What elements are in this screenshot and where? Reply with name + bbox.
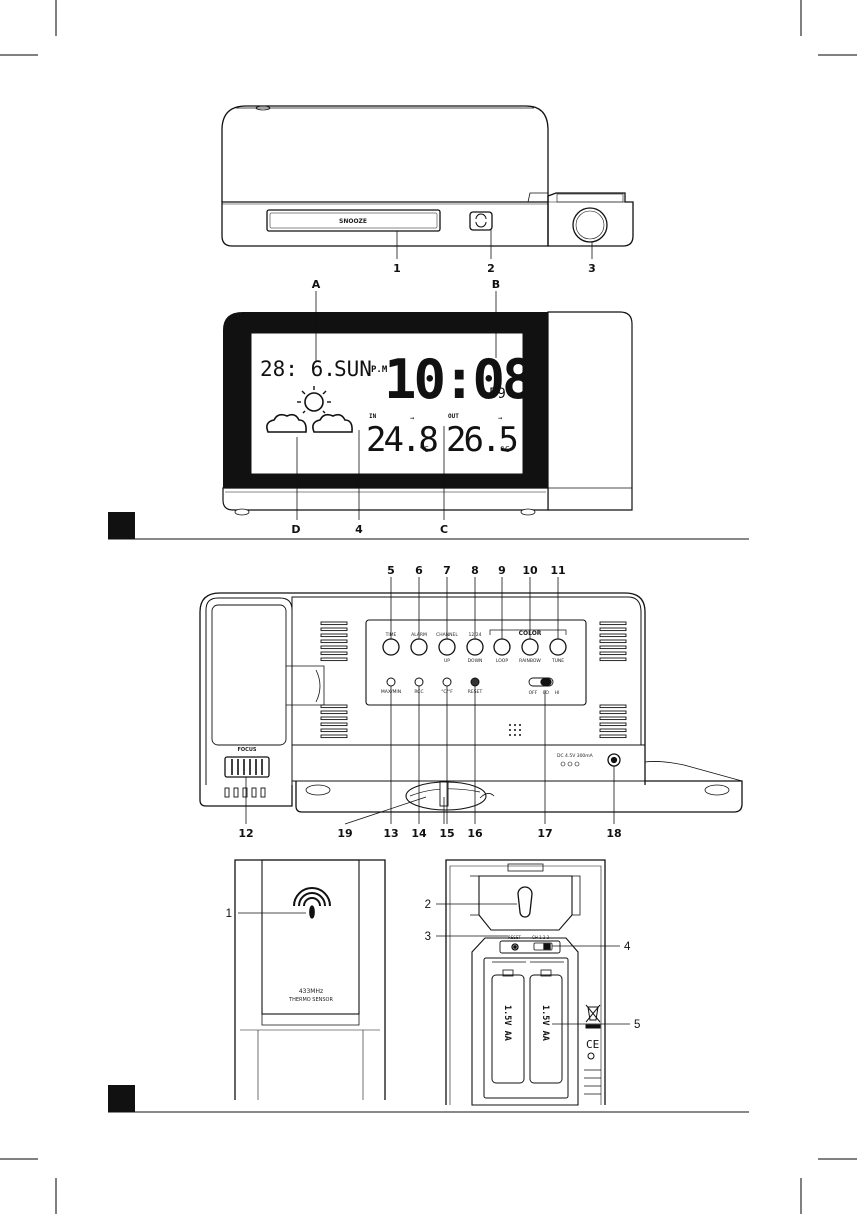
figure-1-marker — [108, 512, 135, 539]
sensor-front-view — [235, 860, 385, 1100]
callout-11: 11 — [550, 564, 565, 577]
callout-D: D — [291, 523, 300, 536]
callout-17: 17 — [537, 827, 552, 840]
callout-1: 1 — [393, 262, 401, 275]
rcc-button[interactable] — [415, 678, 423, 686]
loop-button[interactable] — [494, 639, 510, 655]
battery-2-label: 1.5V AA — [540, 1005, 550, 1041]
battery-1-label: 1.5V AA — [502, 1005, 512, 1041]
12-24-down-button[interactable] — [467, 639, 483, 655]
projector-lens — [573, 208, 607, 242]
celsius-fahrenheit-button[interactable] — [443, 678, 451, 686]
callout-16: 16 — [467, 827, 483, 840]
callout-6: 6 — [415, 564, 423, 577]
tune-button[interactable] — [550, 639, 566, 655]
sensor-callout-3: 3 — [425, 931, 431, 943]
figure-2-marker — [108, 1085, 135, 1112]
callout-3: 3 — [588, 262, 596, 275]
callout-C: C — [440, 523, 448, 536]
max-min-button[interactable] — [387, 678, 395, 686]
sensor-callout-1: 1 — [226, 908, 232, 920]
time-button-label: TIME — [385, 632, 397, 638]
indoor-temperature: 24.8 — [366, 420, 437, 460]
rainbow-label: RAINBOW — [519, 658, 541, 664]
down-label: DOWN — [468, 658, 483, 664]
weekday-readout: SUN — [334, 357, 372, 381]
callout-19-leader — [345, 797, 426, 824]
reset-button[interactable] — [471, 678, 479, 686]
callout-2: 2 — [487, 262, 495, 275]
outdoor-unit: °C — [500, 445, 510, 454]
callout-12: 12 — [238, 827, 253, 840]
sensor-callout-5: 5 — [634, 1019, 640, 1031]
front-callouts — [397, 230, 592, 259]
tune-label: TUNE — [551, 658, 564, 664]
callout-B: B — [492, 278, 500, 291]
callout-4: 4 — [355, 523, 363, 536]
callout-18: 18 — [606, 827, 621, 840]
switch-lo-label: LO — [543, 690, 549, 696]
switch-hi-label: HI — [555, 690, 560, 696]
callout-9: 9 — [498, 564, 506, 577]
alarm-button[interactable] — [411, 639, 427, 655]
switch-off-label: OFF — [529, 690, 538, 696]
indoor-label: IN — [369, 413, 377, 420]
date-readout: 28: 6. — [260, 357, 336, 381]
ce-mark: CE — [586, 1038, 599, 1051]
sensor-channel-label: CH 1 2 3 — [532, 935, 550, 940]
wall-mount-hole — [518, 887, 532, 917]
callout-14: 14 — [411, 827, 427, 840]
clock-back-view — [200, 593, 742, 812]
sensor-reset-label: RESET — [508, 935, 521, 940]
callout-13: 13 — [383, 827, 398, 840]
loop-label: LOOP — [496, 658, 508, 664]
callout-19: 19 — [337, 827, 352, 840]
clock-front-view — [222, 106, 633, 246]
power-rating-label: DC 4.5V 300mA — [557, 753, 594, 759]
outdoor-label: OUT — [448, 413, 459, 420]
sensor-frequency-label: 433MHz — [299, 988, 323, 995]
indoor-unit: °C — [419, 445, 429, 454]
rainbow-button[interactable] — [522, 639, 538, 655]
up-label: UP — [444, 658, 450, 664]
time-readout: 10:08 — [384, 348, 532, 411]
channel-up-button[interactable] — [439, 639, 455, 655]
seconds-readout: 59 — [489, 386, 506, 402]
focus-label: FOCUS — [238, 747, 257, 753]
clock-display-view — [223, 312, 632, 515]
callout-A: A — [312, 278, 321, 291]
sensor-callout-4: 4 — [624, 941, 631, 953]
time-button[interactable] — [383, 639, 399, 655]
back-callouts — [246, 577, 614, 824]
speaker-grille — [509, 724, 521, 736]
sensor-callout-2: 2 — [425, 899, 431, 911]
callout-15: 15 — [439, 827, 454, 840]
callout-5: 5 — [387, 564, 395, 577]
callout-10: 10 — [522, 564, 538, 577]
sensor-name-label: THERMO SENSOR — [288, 997, 333, 1003]
wireless-signal-icon — [294, 888, 330, 906]
sensor-back-view — [446, 860, 605, 1105]
snooze-label: SNOOZE — [339, 218, 367, 225]
outdoor-temperature: 26.5 — [446, 420, 516, 460]
callout-7: 7 — [443, 564, 451, 577]
callout-8: 8 — [471, 564, 479, 577]
